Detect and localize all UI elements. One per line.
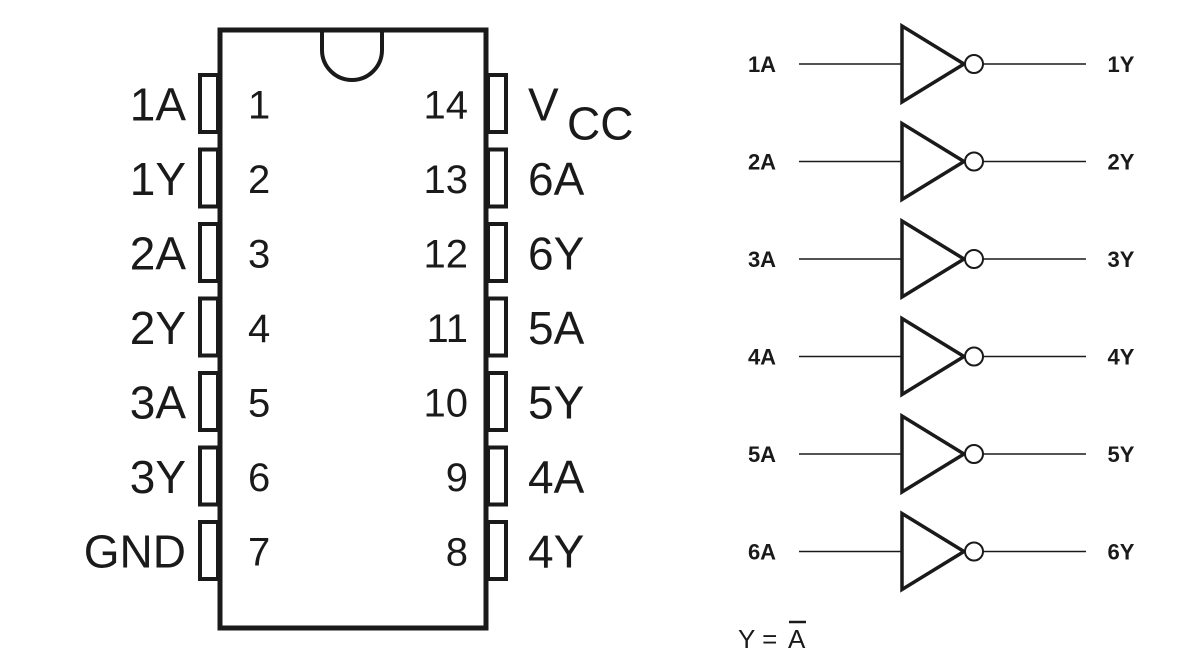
pin-5-lead (198, 371, 220, 432)
gate-input-label: 2A (748, 150, 776, 175)
pin-9-lead (486, 445, 508, 507)
pin-11-label: 5A (528, 302, 585, 354)
pin-4-lead (198, 296, 220, 358)
pin-6-label: 3Y (130, 451, 186, 503)
pin-3-number: 3 (248, 233, 270, 277)
pin-10-number: 10 (424, 382, 469, 426)
logic-diagram: 1A 1Y 2A 2Y 3A 3Y 4A 4Y 5A 5Y 6A 6Y (748, 22, 1135, 593)
pin-12-label: 6Y (528, 228, 584, 280)
pin-8-label: 4Y (528, 526, 584, 578)
inverter-gate: 5A 5Y (748, 412, 1135, 496)
inverter-gate: 3A 3Y (748, 217, 1135, 301)
pin-6-lead (198, 445, 220, 507)
pin-14-number: 14 (424, 84, 469, 128)
pin-3-label: 2A (130, 228, 187, 280)
pin-14-label: V (528, 79, 559, 131)
package-notch (320, 30, 384, 82)
inverter-triangle (900, 412, 968, 496)
pin-7-lead (198, 520, 220, 581)
inverter-bubble (964, 541, 984, 562)
inverter-bubble (964, 151, 984, 172)
pin-2-number: 2 (248, 158, 270, 202)
gate-input-label: 3A (748, 247, 776, 272)
gate-input-label: 5A (748, 442, 776, 467)
equation-lhs: Y = (738, 624, 785, 654)
inverter-triangle (900, 510, 968, 593)
pin-14-label-subscript: CC (567, 98, 633, 150)
pin-13-label: 6A (528, 153, 585, 205)
pin-2-lead (198, 147, 220, 209)
pin-10-lead (486, 371, 508, 432)
gate-output-label: 2Y (1108, 150, 1135, 175)
pin-1-label: 1A (130, 79, 187, 131)
pin-1-lead (198, 73, 220, 134)
gate-output-label: 3Y (1108, 247, 1135, 272)
pin-5-number: 5 (248, 382, 270, 426)
pin-7-number: 7 (248, 531, 270, 575)
pin-4-number: 4 (248, 307, 270, 351)
inverter-gate: 6A 6Y (748, 510, 1135, 593)
logic-equation: Y = A (738, 620, 806, 654)
pin-12-number: 12 (424, 233, 469, 277)
pin-7-label: GND (84, 526, 186, 578)
gate-output-label: 5Y (1108, 442, 1135, 467)
inverter-gate: 2A 2Y (748, 120, 1135, 203)
pin-9-label: 4A (528, 451, 585, 503)
pin-13-lead (486, 147, 508, 209)
pin-11-lead (486, 296, 508, 358)
inverter-bubble (964, 444, 984, 464)
pin-13-number: 13 (424, 158, 469, 202)
pin-11-number: 11 (426, 307, 468, 351)
pin-8-lead (486, 520, 508, 581)
pin-4-label: 2Y (130, 302, 186, 354)
gate-output-label: 6Y (1108, 540, 1135, 565)
inverter-bubble (964, 54, 984, 74)
inverter-triangle (900, 120, 968, 203)
gate-output-label: 4Y (1108, 345, 1135, 370)
inverter-triangle (900, 315, 968, 398)
pin-2-label: 1Y (130, 153, 186, 205)
pin-1-number: 1 (248, 84, 270, 128)
inverter-bubble (964, 249, 984, 269)
inverter-triangle (900, 22, 968, 106)
pin-6-number: 6 (248, 456, 270, 500)
pin-5-label: 3A (130, 377, 187, 429)
pin-3-lead (198, 222, 220, 283)
gate-input-label: 1A (748, 52, 776, 77)
inverter-bubble (964, 346, 984, 367)
inverter-gate: 1A 1Y (748, 22, 1135, 106)
gate-output-label: 1Y (1108, 52, 1135, 77)
pin-8-number: 8 (446, 531, 468, 575)
pin-14-lead (486, 73, 508, 134)
gate-input-label: 6A (748, 540, 776, 565)
pin-12-lead (486, 222, 508, 283)
gate-input-label: 4A (748, 345, 776, 370)
pin-10-label: 5Y (528, 377, 584, 429)
pin-9-number: 9 (446, 456, 468, 500)
inverter-triangle (900, 217, 968, 301)
inverter-gate: 4A 4Y (748, 315, 1135, 398)
equation-rhs: A (788, 624, 806, 654)
